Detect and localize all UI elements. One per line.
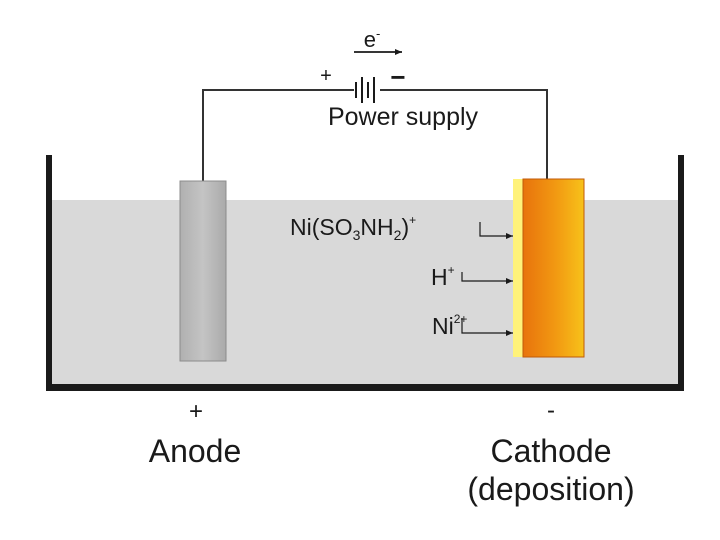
tank (46, 155, 684, 391)
cathode-deposition-note: (deposition) (467, 471, 634, 507)
anode-sign: + (189, 398, 203, 425)
cathode-electrode (513, 178, 585, 358)
ion-arrow-hydrogen (461, 272, 513, 284)
circuit-wire (202, 89, 548, 182)
ion-label-nickel: Ni2+ (432, 312, 467, 339)
tank-wall-right (678, 155, 684, 391)
battery-plus-sign: + (320, 65, 332, 87)
wire-cathode-side (380, 89, 548, 180)
battery-minus-sign: − (390, 62, 405, 92)
electron-label: e- (364, 26, 381, 52)
ion-arrow-nickel (461, 318, 513, 336)
power-supply-label: Power supply (328, 103, 479, 131)
cathode-deposit-layer (513, 179, 523, 357)
cathode-label: Cathode (491, 433, 612, 469)
ion-arrow-nickel-sulfamate (479, 222, 513, 239)
tank-bottom (46, 384, 684, 391)
anode-label: Anode (149, 433, 242, 469)
wire-anode-side (202, 89, 354, 182)
ion-label-hydrogen: H+ (431, 263, 455, 290)
cathode-sign: - (547, 397, 555, 424)
anode-electrode (179, 180, 227, 362)
battery-icon (355, 77, 375, 103)
ion-label-nickel-sulfamate: Ni(SO3NH2)+ (290, 213, 416, 243)
cathode-body (522, 178, 585, 358)
tank-wall-left (46, 155, 52, 391)
